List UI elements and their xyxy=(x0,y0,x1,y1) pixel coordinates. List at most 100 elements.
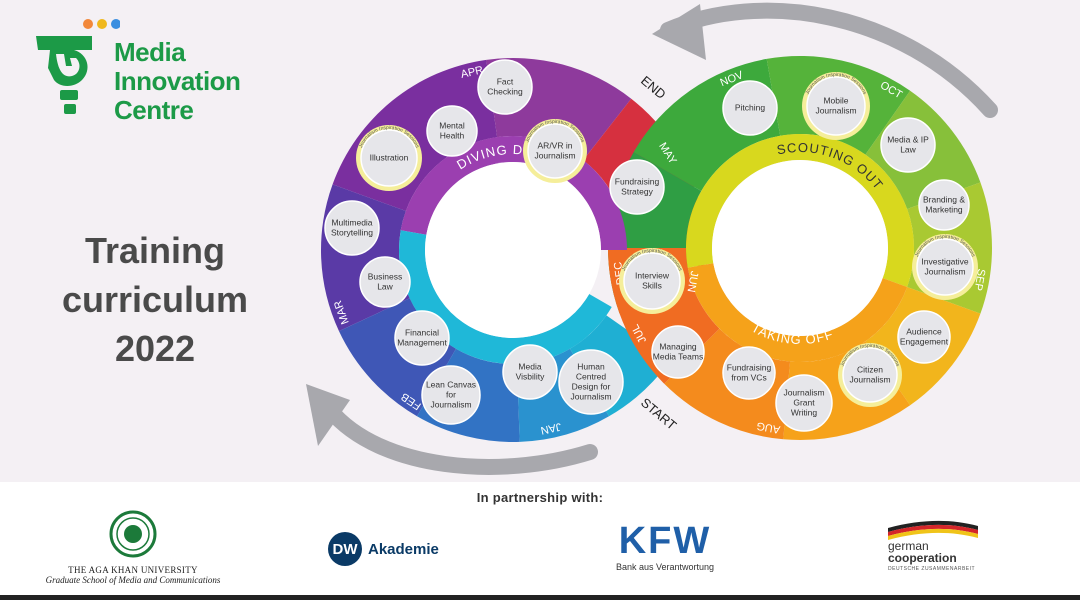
month-label: APR xyxy=(460,64,485,81)
topic-text: Journalism xyxy=(534,150,575,160)
dw-badge: DW xyxy=(328,532,362,566)
title-line: Training xyxy=(84,230,225,271)
month-label: JAN xyxy=(539,420,562,436)
topic-text: for xyxy=(446,389,456,399)
topic-text: Business xyxy=(368,271,403,281)
topic-text: Lean Canvas xyxy=(426,379,476,389)
kfw-logo: KFW Bank aus Verantwortung xyxy=(606,522,724,572)
page-title: Training curriculum 2022 xyxy=(40,226,270,373)
aku-seal-icon xyxy=(109,510,157,558)
phase-band xyxy=(686,133,914,287)
title-line: curriculum xyxy=(61,279,249,320)
topic-text: Grant xyxy=(793,397,815,407)
end-label: END xyxy=(638,73,669,102)
dw-akademie-logo: DW Akademie xyxy=(328,531,439,567)
topic-text: Management xyxy=(397,337,447,347)
dw-akademie-text: Akademie xyxy=(368,540,439,558)
topic-text: Audience xyxy=(906,326,942,336)
month-label: AUG xyxy=(756,419,782,435)
topic-text: Fundraising xyxy=(727,362,772,372)
topic-text: Journalism xyxy=(783,387,824,397)
topic-text: Journalism xyxy=(924,266,965,276)
phase-band xyxy=(399,230,612,364)
topic-text: Mobile xyxy=(823,95,848,105)
topic-text: Strategy xyxy=(621,186,653,196)
topic-text: Fact xyxy=(497,76,514,86)
topic-text: Branding & xyxy=(923,194,965,204)
mic-emblem-icon xyxy=(36,19,120,114)
topic-text: Human xyxy=(577,361,605,371)
topic-text: Skills xyxy=(642,280,662,290)
topic-text: Journalism xyxy=(849,374,890,384)
topic-text: Marketing xyxy=(925,204,963,214)
bottom-bar xyxy=(0,595,1080,600)
ring-center xyxy=(712,160,888,336)
topic-circle: Branding &Marketing xyxy=(918,179,970,231)
ring-center xyxy=(425,162,601,338)
topic-text: Centred xyxy=(576,371,607,381)
top-arrowhead-icon xyxy=(652,4,706,60)
topic-text: Media xyxy=(518,361,541,371)
topic-text: Investigative xyxy=(921,256,969,266)
logo-line: Media xyxy=(114,37,186,67)
topic-text: Multimedia xyxy=(331,217,372,227)
german-flag-swoosh-icon xyxy=(888,520,978,540)
partners-heading: In partnership with: xyxy=(476,490,604,505)
gc-line-2: cooperation xyxy=(888,551,957,565)
topic-text: Citizen xyxy=(857,364,883,374)
topic-text: Design for xyxy=(572,381,611,391)
topic-text: Journalism xyxy=(430,399,471,409)
aku-name: THE AGA KHAN UNIVERSITY xyxy=(68,565,198,575)
media-innovation-centre-logo: Media Innovation Centre xyxy=(30,14,260,134)
topic-text: Law xyxy=(900,144,916,154)
topic-text: AR/VR in xyxy=(538,140,573,150)
aga-khan-university-logo: THE AGA KHAN UNIVERSITY Graduate School … xyxy=(28,510,238,585)
gc-tagline: DEUTSCHE ZUSAMMENARBEIT xyxy=(888,566,976,572)
bottom-arrowhead-icon xyxy=(306,384,350,446)
topic-text: Financial xyxy=(405,327,439,337)
topic-text: Managing xyxy=(659,341,697,351)
partner-footer xyxy=(0,482,1080,595)
logo-wordmark: Media Innovation Centre xyxy=(114,37,241,125)
title-line: 2022 xyxy=(114,328,196,369)
logo-line: Centre xyxy=(114,95,194,125)
topic-text: Visbility xyxy=(516,371,545,381)
topic-circle: Pitching xyxy=(722,80,778,136)
aku-subtitle: Graduate School of Media and Communicati… xyxy=(45,575,221,585)
topic-text: Journalism xyxy=(815,105,856,115)
curriculum-infinity-diagram: DIVING DEEPGETTING STARTEDSCOUTING OUTTA… xyxy=(306,2,998,475)
phase-band xyxy=(687,263,908,362)
topic-text: Health xyxy=(440,130,465,140)
topic-text: from VCs xyxy=(731,372,766,382)
month-label: JUN xyxy=(685,270,701,293)
topic-text: Mental xyxy=(439,120,465,130)
kfw-wordmark: KFW xyxy=(618,520,712,562)
topic-text: Journalism xyxy=(570,391,611,401)
topic-text: Writing xyxy=(791,407,818,417)
topic-text: Media & IP xyxy=(887,134,929,144)
gc-line-1: german xyxy=(888,539,929,553)
start-label: START xyxy=(638,395,679,433)
topic-text: Law xyxy=(377,281,393,291)
kfw-tagline: Bank aus Verantwortung xyxy=(615,562,715,572)
topic-text: Fundraising xyxy=(615,176,660,186)
